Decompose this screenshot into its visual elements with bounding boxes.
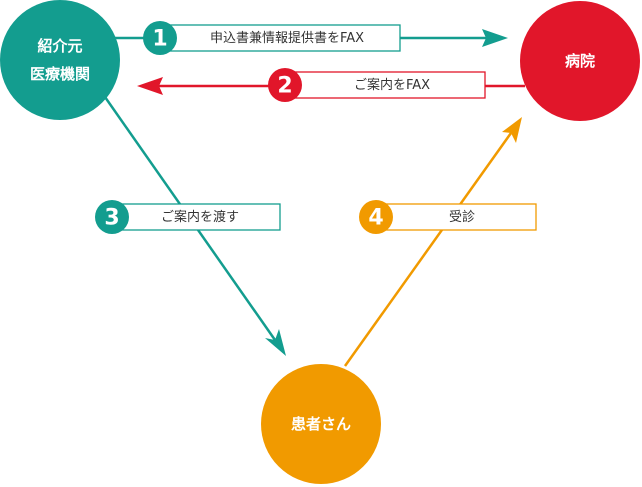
step-4-badge	[359, 200, 393, 234]
step-1-badge	[143, 21, 177, 55]
step-2-number: 2	[277, 74, 292, 99]
node-referrer-line2: 医療機関	[30, 65, 90, 83]
step-4-label: 受診	[449, 209, 475, 225]
step-3-badge	[95, 200, 129, 234]
node-referrer-line1: 紹介元	[37, 37, 82, 55]
node-patient-label: 患者さん	[291, 415, 351, 433]
step-1: 申込書兼情報提供書をFAX 1	[143, 21, 401, 55]
arrow-step-4	[343, 117, 522, 367]
step-2: ご案内をFAX 2	[268, 68, 486, 102]
step-4-number: 4	[368, 206, 383, 231]
step-3-box	[111, 203, 281, 231]
step-3-number: 3	[104, 206, 119, 231]
step-1-label: 申込書兼情報提供書をFAX	[210, 30, 364, 46]
node-hospital-label: 病院	[565, 52, 595, 70]
node-patient-circle	[261, 364, 381, 484]
step-4-box	[375, 203, 537, 231]
node-patient: 患者さん	[261, 364, 381, 484]
step-2-label: ご案内をFAX	[354, 77, 430, 93]
step-2-box	[284, 71, 486, 99]
node-hospital: 病院	[520, 1, 640, 121]
step-2-badge	[268, 68, 302, 102]
step-1-number: 1	[152, 27, 167, 52]
node-referrer: 紹介元 医療機関	[0, 0, 120, 120]
step-3-label: ご案内を渡す	[161, 209, 239, 225]
step-3: ご案内を渡す 3	[95, 200, 281, 234]
node-referrer-circle	[0, 0, 120, 120]
node-hospital-circle	[520, 1, 640, 121]
step-1-box	[159, 24, 401, 52]
step-4: 受診 4	[359, 200, 537, 234]
